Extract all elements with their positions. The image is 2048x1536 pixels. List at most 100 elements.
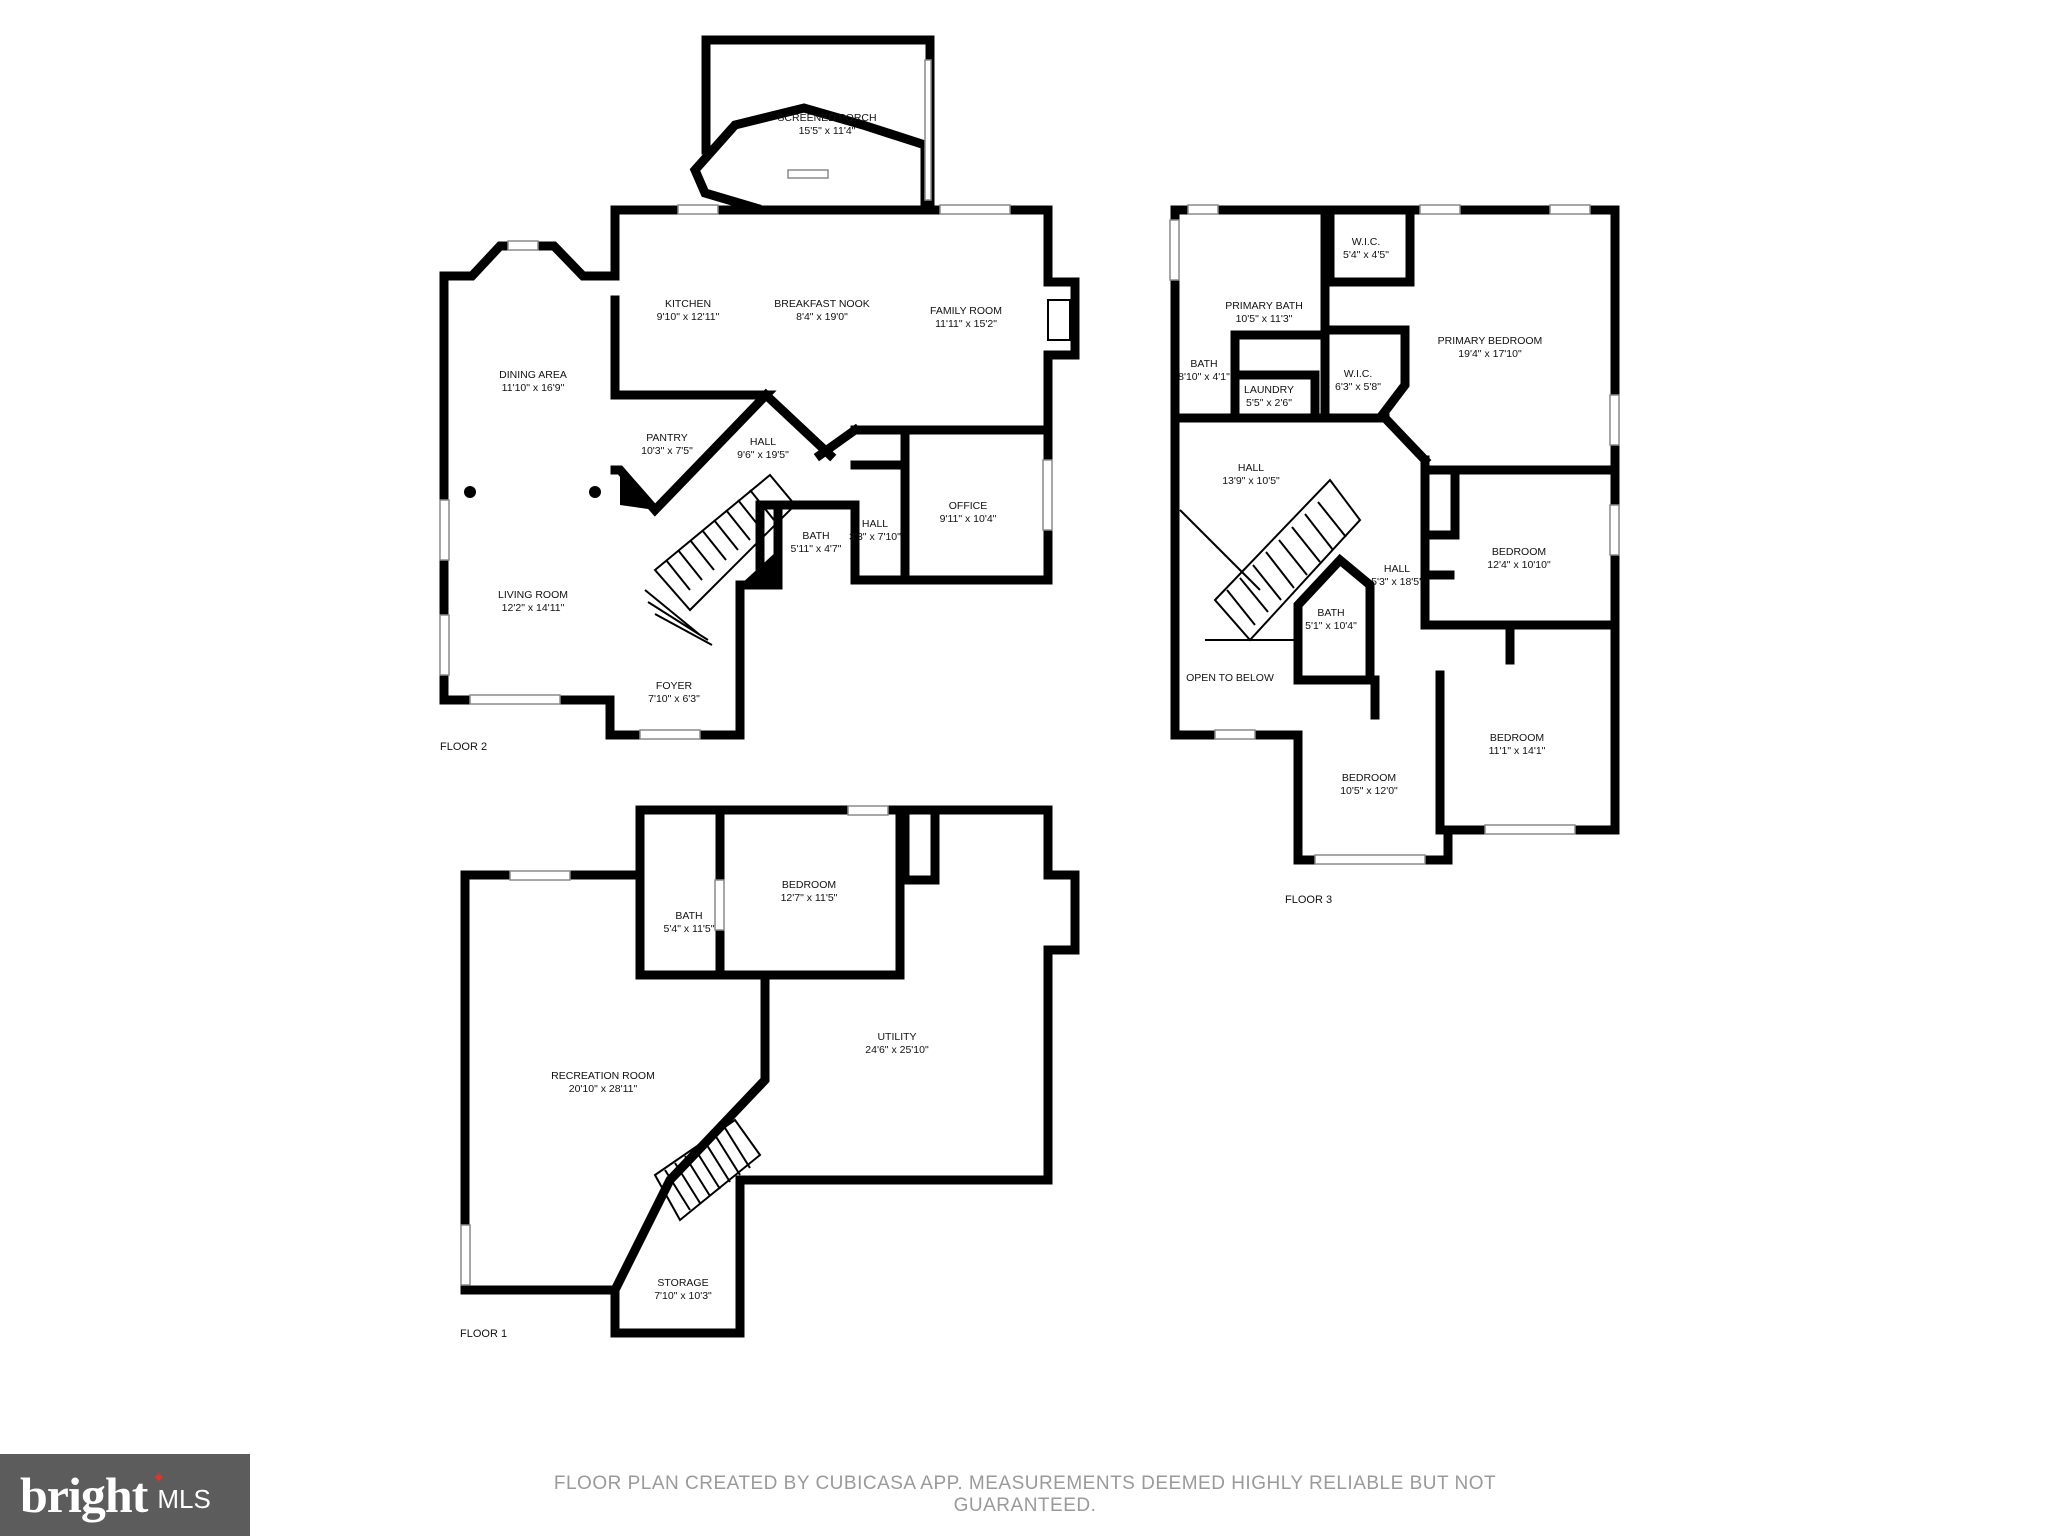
floor-2-staircase [644,473,797,646]
logo-star-icon: ✦ [152,1470,166,1487]
room-dims: 6'3" x 5'8" [1335,381,1381,393]
floor-1-plan [460,805,1080,1338]
logo-suffix: MLS [157,1483,211,1514]
room-name: LIVING ROOM [498,589,568,601]
room-name: PRIMARY BATH [1225,300,1303,312]
room-dims: 5'4" x 4'5" [1343,249,1389,261]
svg-text:W.I.C.5'4" x 4'5": W.I.C.5'4" x 4'5" [1343,236,1389,261]
room-dims: 5'11" x 4'7" [791,543,842,555]
room-name: BEDROOM [782,879,836,891]
room-dims: 11'11" x 15'2" [935,318,997,330]
room-name: LAUNDRY [1244,384,1294,396]
room-name: HALL [1384,563,1410,575]
bright-mls-logo: bright ✦ MLS [0,1454,250,1536]
room-dims: 10'3" x 7'5" [641,445,693,457]
room-dims: 10'5" x 12'0" [1340,785,1398,797]
room-dims: 24'6" x 25'10" [865,1044,929,1056]
floor-3-plan [1169,204,1620,865]
room-name: HALL [750,436,776,448]
floor-3-staircase [1179,478,1362,642]
room-name: STORAGE [657,1277,708,1289]
room-dims: 8'10" x 4'1" [1178,371,1230,383]
room-dims: 5'1" x 10'4" [1305,620,1357,632]
room-dims: 9'6" x 19'5" [737,449,789,461]
logo-wordmark: bright [20,1467,148,1523]
floor-1-label: FLOOR 1 [460,1328,507,1340]
room-name: KITCHEN [665,298,711,310]
room-dims: 12'4" x 10'10" [1487,559,1551,571]
room-dims: 9'10" x 12'11" [657,311,720,323]
room-dims: 12'7" x 11'5" [781,892,838,904]
room-dims: 8'4" x 19'0" [796,311,848,323]
room-name: PANTRY [646,432,688,444]
room-dims: 20'10" x 28'11" [569,1083,638,1095]
room-dims: 9'11" x 10'4" [940,513,997,525]
room-dims: 19'4" x 17'10" [1458,348,1522,360]
room-name: BREAKFAST NOOK [774,298,870,310]
room-dims: 3'3" x 7'10" [849,531,901,543]
floor-2-outer-walls [439,205,1080,740]
room-dims: 10'5" x 11'3" [1236,313,1293,325]
room-name: HALL [862,518,888,530]
floor-3-interior-walls [1170,205,1620,835]
room-name: BATH [1317,607,1344,619]
room-name: FAMILY ROOM [930,305,1002,317]
open-to-below-label: OPEN TO BELOW [1186,672,1274,684]
stair-landing-fill [740,550,778,585]
room-dims: 12'2" x 14'11" [502,602,565,614]
room-name: BEDROOM [1492,546,1546,558]
room-dims: 13'9" x 10'5" [1222,475,1280,487]
room-name: SCREENED PORCH [777,112,876,124]
room-dims: 7'10" x 6'3" [648,693,700,705]
floor-1-outer-walls [460,805,1080,1338]
room-dims: 11'10" x 16'9" [502,382,565,394]
room-name: RECREATION ROOM [551,1070,655,1082]
floor-3-label: FLOOR 3 [1285,894,1332,906]
room-name: BATH [1190,358,1217,370]
room-dims: 7'10" x 10'3" [654,1290,712,1302]
room-name: BEDROOM [1490,732,1544,744]
room-dims: 5'5" x 2'6" [1246,397,1292,409]
floor-2-label: FLOOR 2 [440,741,487,753]
room-dims: 15'5" x 11'4" [799,125,856,137]
room-name: UTILITY [877,1031,916,1043]
svg-text:W.I.C.6'3" x 5'8": W.I.C.6'3" x 5'8" [1335,368,1381,393]
room-name: DINING AREA [499,369,567,381]
room-name: OFFICE [949,500,988,512]
room-name: FOYER [656,680,693,692]
room-dims: 5'4" x 11'5" [664,923,715,935]
room-name: W.I.C. [1344,368,1373,380]
floor-2-plan [439,35,1080,740]
floor-1-staircase [653,1118,762,1222]
room-name: BATH [802,530,829,542]
pantry-corner-fill [620,470,655,510]
